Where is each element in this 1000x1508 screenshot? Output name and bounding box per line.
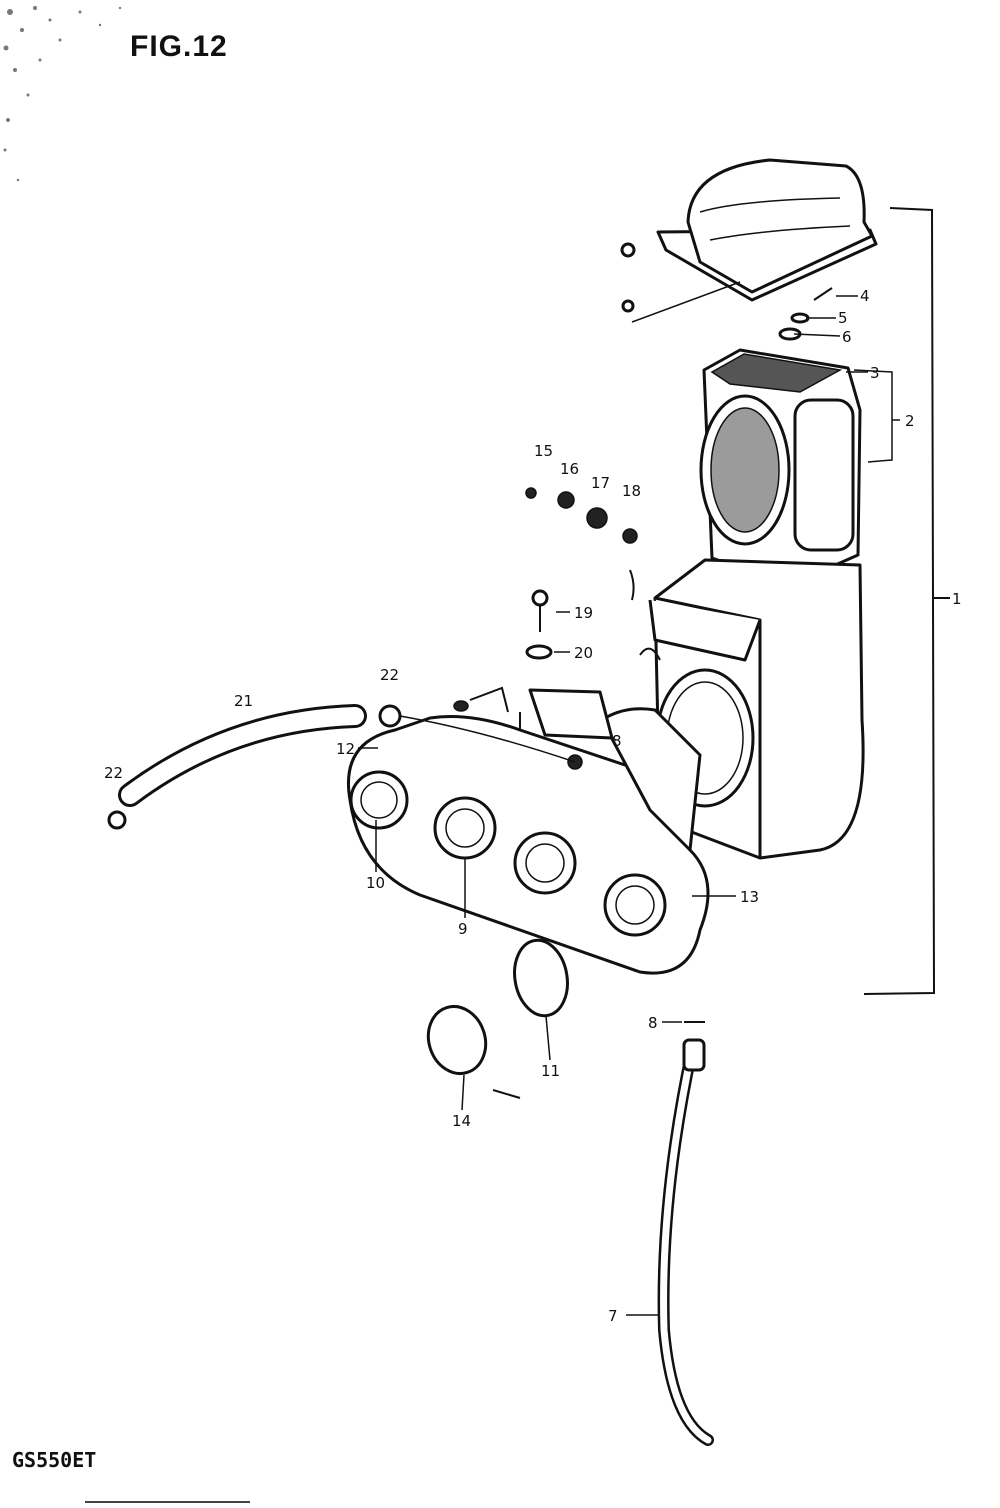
intake-chamber <box>347 707 710 975</box>
leader-lines <box>358 295 900 1316</box>
callout-label: 14 <box>452 1112 471 1130</box>
callout-label: 20 <box>574 644 593 662</box>
callout-label: 18 <box>622 482 641 500</box>
callout-label: 8 <box>648 1014 658 1032</box>
assembly-bracket <box>863 207 950 995</box>
callout-label: 11 <box>541 1062 560 1080</box>
callout-label: 10 <box>366 874 385 892</box>
filter-element <box>699 348 862 587</box>
callout-label: 22 <box>380 666 399 684</box>
callout-label: 3 <box>870 364 880 382</box>
callout-label: 4 <box>860 287 870 305</box>
callout-label: 15 <box>534 442 553 460</box>
figure-title: FIG.12 <box>130 30 228 63</box>
callout-label: 13 <box>740 888 759 906</box>
scan-noise-corner <box>3 6 122 182</box>
callout-label: 1 <box>952 590 962 608</box>
callout-label: 17 <box>591 474 610 492</box>
breather-hose <box>107 704 576 830</box>
callout-label: 5 <box>838 309 848 327</box>
hose-clamps <box>426 938 569 1099</box>
drain-tube <box>657 1021 714 1446</box>
callout-label: 2 <box>905 412 915 430</box>
callout-label: 16 <box>560 460 579 478</box>
callout-label: 12 <box>336 740 355 758</box>
callout-label: 6 <box>842 328 852 346</box>
callout-label: 22 <box>104 764 123 782</box>
cleaner-body <box>629 558 865 860</box>
callout-label: 21 <box>234 692 253 710</box>
callout-label: 19 <box>574 604 593 622</box>
connector-block <box>469 686 614 740</box>
callout-label: 9 <box>458 920 468 938</box>
part-callouts: 1 2 3 4 5 6 7 8 8 9 10 11 12 13 14 15 16… <box>104 287 962 1325</box>
callout-label: 8 <box>612 732 622 750</box>
model-code-label: GS550ET <box>12 1448 97 1472</box>
cleaner-lid <box>656 158 878 302</box>
callout-label: 7 <box>608 1307 618 1325</box>
